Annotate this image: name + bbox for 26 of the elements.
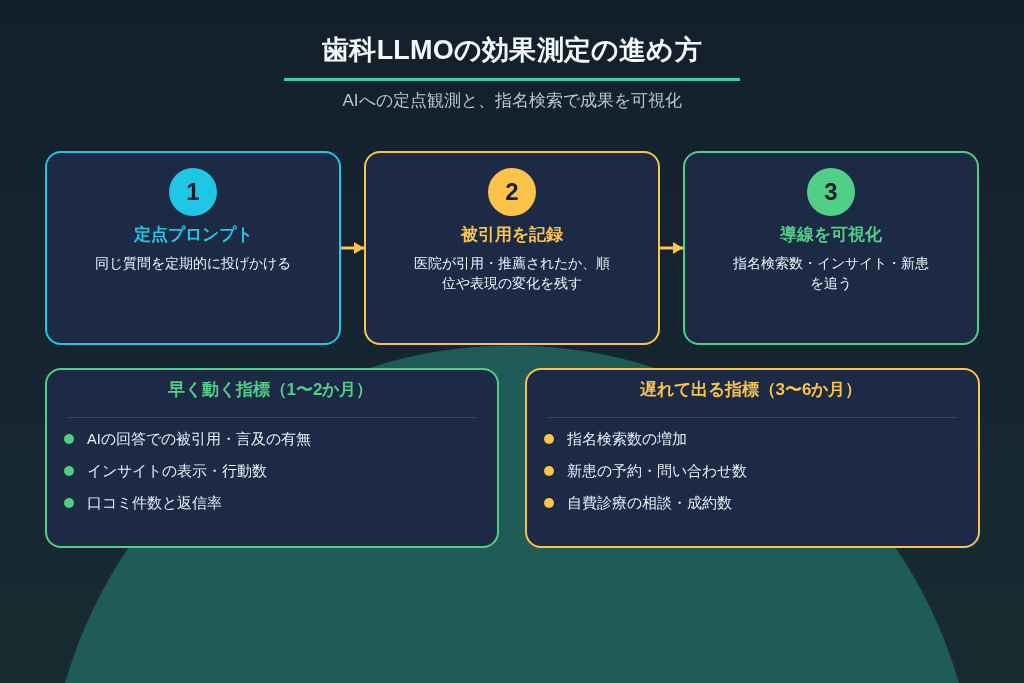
- diagram-title: 歯科LLMOの効果測定の進め方: [322, 34, 702, 67]
- list-item-text: 新患の予約・問い合わせ数: [567, 462, 747, 481]
- step-card: [364, 151, 660, 345]
- arrow: [341, 242, 364, 254]
- panel-title: 遅れて出る指標（3〜6か月）: [638, 379, 864, 401]
- step-description: 指名検索数・インサイト・新患を追う: [732, 254, 930, 293]
- indicator-panel: [525, 368, 980, 548]
- step-title: 導線を可視化: [780, 224, 882, 246]
- step-title: 定点プロンプト: [133, 224, 253, 246]
- step-number: 3: [807, 168, 855, 216]
- step-number: 2: [488, 168, 536, 216]
- step-description: 同じ質問を定期的に投げかける: [95, 254, 291, 273]
- list-item-text: 指名検索数の増加: [567, 430, 687, 449]
- list-item-text: インサイトの表示・行動数: [87, 462, 267, 481]
- step-description: 医院が引用・推薦されたか、順位や表現の変化を残す: [413, 254, 611, 293]
- panel-title: 早く動く指標（1〜2か月）: [166, 379, 375, 401]
- step-card: [45, 151, 341, 345]
- step-number: 1: [169, 168, 217, 216]
- arrow: [660, 242, 683, 254]
- indicator-panel: [45, 368, 499, 548]
- step-card: [683, 151, 979, 345]
- list-item-text: AIの回答での被引用・言及の有無: [87, 430, 311, 449]
- list-item-text: 自費診療の相談・成約数: [567, 494, 732, 513]
- list-item-text: 口コミ件数と返信率: [87, 494, 222, 513]
- step-title: 被引用を記録: [461, 224, 563, 246]
- subtitle: AIへの定点観測と、指名検索で成果を可視化: [342, 90, 682, 112]
